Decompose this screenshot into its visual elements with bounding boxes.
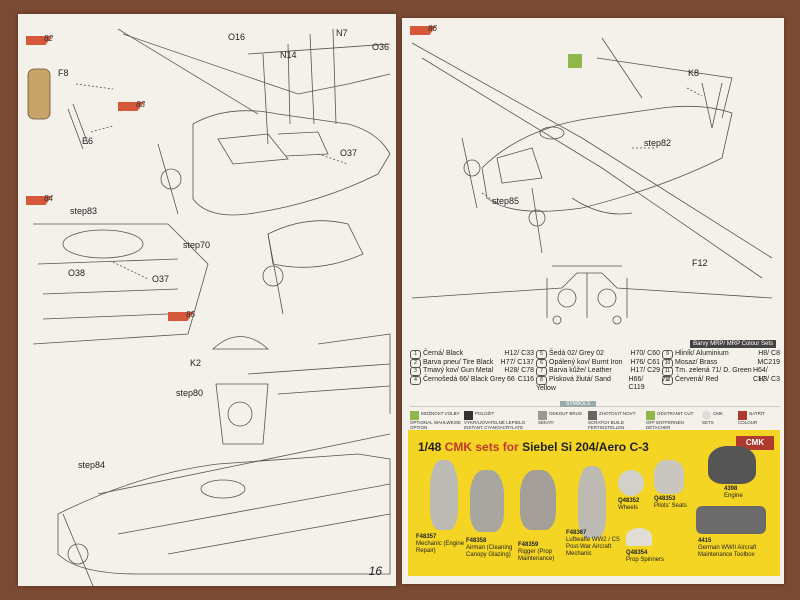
right-instruction-page: 86 K8 step82 step85 F12 Barvy MRP/ MRP C… — [402, 18, 784, 584]
toolbox-icon — [696, 506, 766, 534]
part-label-o36: O36 — [372, 42, 390, 52]
optional-icon — [410, 411, 419, 420]
part-label-o37-top: O37 — [340, 148, 358, 158]
part-label-o38: O38 — [68, 268, 86, 278]
engine-icon — [708, 446, 756, 484]
cmk-logo: CMK — [736, 436, 774, 450]
part-label-step85: step85 — [492, 196, 520, 206]
glue-icon — [464, 411, 473, 420]
part-label-o16: O16 — [228, 32, 246, 42]
cmk-icon — [702, 411, 711, 420]
seats-icon — [654, 460, 684, 494]
part-label-o37-mid: O37 — [152, 274, 170, 284]
part-label-step83: step83 — [70, 206, 98, 216]
assembly-drawings-left — [27, 28, 391, 586]
wheels-icon — [618, 470, 644, 496]
part-label-step80: step80 — [176, 388, 204, 398]
symbol-colour: NATŘÍT COLOUR — [738, 411, 765, 425]
step-badge-83 — [118, 102, 144, 111]
part-label-k8: K8 — [688, 68, 700, 78]
step-number-84: 84 — [44, 194, 53, 203]
airman-figure-icon — [470, 470, 504, 532]
part-label-e6: E6 — [82, 136, 94, 146]
symbol-scratch: ZHOTOVIT NOVÝ SCRATCH BUILD FERTIGSTELLE… — [588, 411, 636, 430]
part-label-step82: step82 — [644, 138, 672, 148]
luftwaffe-mechanic-figure-icon — [578, 466, 606, 538]
step-badge-86 — [410, 26, 436, 35]
sand-icon — [538, 411, 547, 420]
symbol-optional: MOŽNOST VOLBY OPTIONAL WAHLWEISE OPTION — [410, 411, 461, 430]
page-number: 16 — [368, 564, 382, 578]
symbol-cmk: CMK SETS — [702, 411, 723, 425]
part-label-step84: step84 — [78, 460, 106, 470]
symbols-legend: SYMBOLS MOŽNOST VOLBY OPTIONAL WAHLWEISE… — [410, 401, 780, 435]
part-label-step70: step70 — [183, 240, 211, 250]
step-number-82: 82 — [44, 34, 53, 43]
step-badge-85 — [168, 312, 194, 321]
step-badge-82 — [26, 36, 52, 45]
step-number-83: 83 — [136, 100, 145, 109]
step-number-86: 86 — [428, 24, 437, 33]
symbols-title: SYMBOLS — [560, 401, 597, 407]
scratch-build-icon — [588, 411, 597, 420]
paint-table-tag: Barvy MRP/ MRP Colour Sets — [690, 340, 776, 348]
part-label-f8: F8 — [58, 68, 69, 78]
rigger-figure-icon — [520, 470, 556, 530]
symbol-cutoff: ODSTRANIT CUT OFF ENTFERNEN DÉTACHER — [646, 411, 694, 430]
spinners-icon — [626, 528, 652, 546]
hand-icon — [568, 54, 582, 68]
cmk-advert: 1/48 CMK sets for Siebel Si 204/Aero C-3… — [408, 430, 780, 576]
part-label-n7: N7 — [336, 28, 348, 38]
colour-icon — [738, 411, 747, 420]
part-label-f12: F12 — [692, 258, 708, 268]
left-instruction-page: 82 83 84 85 O16 N14 N7 O36 F8 E6 O37 ste… — [18, 14, 396, 586]
mechanic-figure-icon — [430, 460, 458, 530]
cut-off-icon — [646, 411, 655, 420]
part-label-k2: K2 — [190, 358, 202, 368]
step-number-85: 85 — [186, 310, 195, 319]
symbol-sand: ODKOUT BRUS SEKATI — [538, 411, 582, 425]
assembly-drawings-right — [411, 37, 773, 325]
advert-title: 1/48 CMK sets for Siebel Si 204/Aero C-3 — [418, 440, 649, 454]
step-badge-84 — [26, 196, 52, 205]
part-label-n14: N14 — [280, 50, 297, 60]
